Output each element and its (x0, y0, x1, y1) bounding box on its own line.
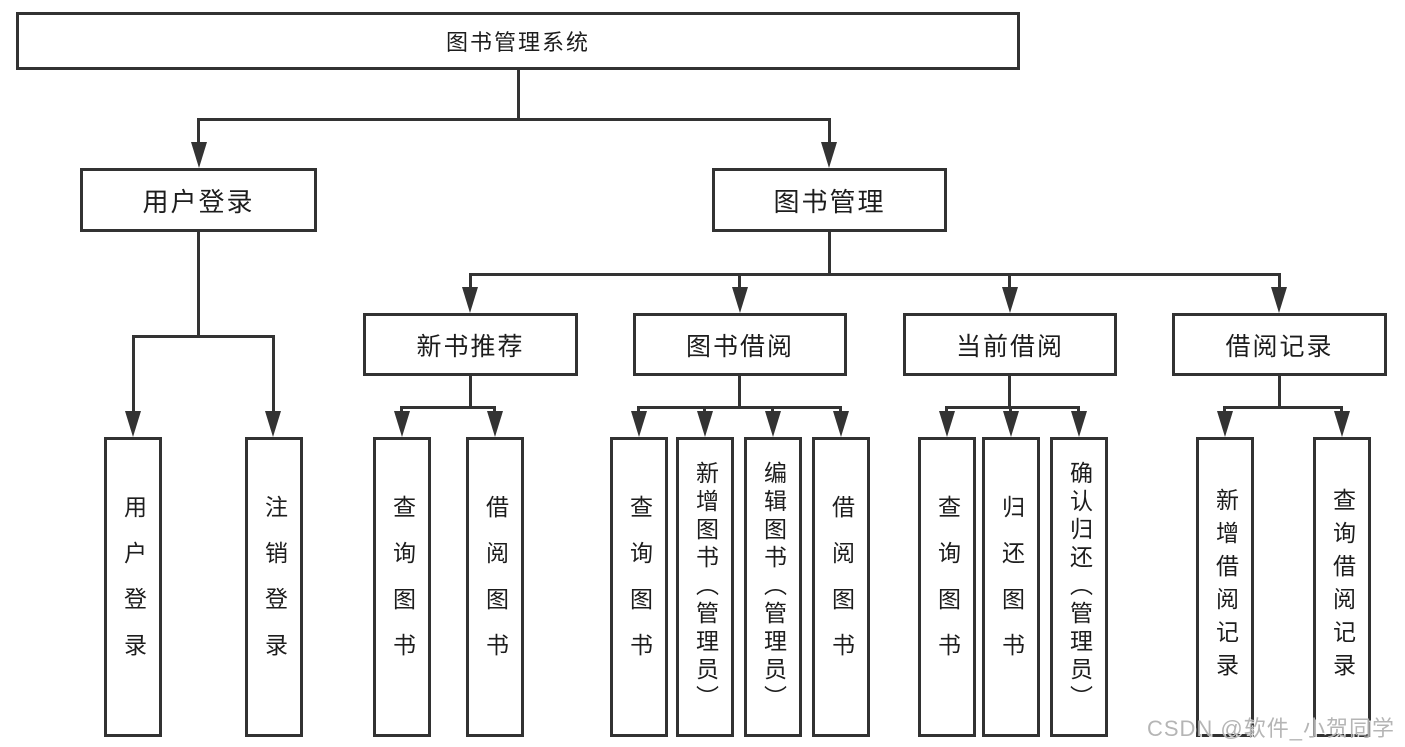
arrowhead-down-icon (833, 411, 849, 437)
tree-leaf-logout-label: 注销登录 (261, 495, 288, 679)
connector-line (401, 406, 496, 409)
arrowhead-down-icon (821, 142, 837, 168)
tree-leaf-recommend-borrow-book: 借阅图书 (466, 437, 524, 737)
connector-line (1340, 406, 1343, 415)
connector-line (197, 118, 200, 146)
tree-leaf-logout: 注销登录 (245, 437, 303, 737)
arrowhead-down-icon (1217, 411, 1233, 437)
tree-node-new-book-recommend-label: 新书推荐 (416, 332, 525, 361)
tree-leaf-borrow-query-book-label: 查询图书 (626, 495, 653, 679)
csdn-watermark: CSDN @软件_小贺同学 (1146, 716, 1395, 741)
arrowhead-down-icon (1071, 411, 1087, 437)
connector-line (1223, 406, 1226, 415)
connector-line (1009, 406, 1012, 415)
tree-leaf-current-confirm-return: 确认归还（管理员） (1050, 437, 1108, 737)
connector-line (945, 406, 948, 415)
arrowhead-down-icon (939, 411, 955, 437)
tree-node-root-label: 图书管理系统 (445, 30, 590, 55)
tree-leaf-login-label: 用户登录 (120, 495, 147, 679)
tree-leaf-record-query-record: 查询借阅记录 (1313, 437, 1371, 737)
tree-node-user-login: 用户登录 (80, 168, 317, 232)
arrowhead-down-icon (394, 411, 410, 437)
connector-line (400, 406, 403, 415)
tree-node-user-login-label: 用户登录 (142, 186, 255, 217)
arrowhead-down-icon (125, 411, 141, 437)
tree-node-book-management-label: 图书管理 (773, 186, 886, 217)
arrowhead-down-icon (462, 287, 478, 313)
tree-leaf-current-query-book: 查询图书 (918, 437, 976, 737)
connector-line (1008, 376, 1011, 409)
connector-line (828, 232, 831, 276)
tree-leaf-current-confirm-return-label: 确认归还（管理员） (1066, 461, 1093, 713)
arrowhead-down-icon (732, 287, 748, 313)
connector-line (517, 70, 520, 118)
arrowhead-down-icon (765, 411, 781, 437)
connector-line (638, 406, 842, 409)
tree-node-book-borrow-label: 图书借阅 (685, 332, 794, 361)
tree-leaf-current-return-book-label: 归还图书 (998, 495, 1025, 679)
arrowhead-down-icon (487, 411, 503, 437)
tree-leaf-current-return-book: 归还图书 (982, 437, 1040, 737)
tree-node-new-book-recommend: 新书推荐 (363, 313, 578, 376)
tree-leaf-record-add-record-label: 新增借阅记录 (1212, 488, 1239, 686)
tree-leaf-login: 用户登录 (104, 437, 162, 737)
tree-leaf-borrow-edit-book-label: 编辑图书（管理员） (760, 461, 787, 713)
tree-leaf-borrow-add-book: 新增图书（管理员） (676, 437, 734, 737)
connector-line (469, 273, 472, 289)
arrowhead-down-icon (265, 411, 281, 437)
tree-leaf-borrow-edit-book: 编辑图书（管理员） (744, 437, 802, 737)
connector-line (197, 232, 200, 338)
tree-node-borrow-record-label: 借阅记录 (1225, 332, 1334, 361)
connector-line (828, 118, 831, 146)
connector-line (738, 376, 741, 409)
arrowhead-down-icon (1003, 411, 1019, 437)
connector-line (132, 335, 135, 413)
connector-line (469, 376, 472, 409)
connector-line (469, 273, 1281, 276)
tree-node-borrow-record: 借阅记录 (1172, 313, 1387, 376)
arrowhead-down-icon (697, 411, 713, 437)
arrowhead-down-icon (1002, 287, 1018, 313)
tree-node-current-borrow-label: 当前借阅 (955, 332, 1064, 361)
tree-node-root: 图书管理系统 (16, 12, 1020, 70)
connector-line (1224, 406, 1343, 409)
tree-leaf-current-query-book-label: 查询图书 (934, 495, 961, 679)
tree-leaf-recommend-query-book: 查询图书 (373, 437, 431, 737)
connector-line (703, 406, 706, 415)
tree-leaf-recommend-query-book-label: 查询图书 (389, 495, 416, 679)
tree-node-book-borrow: 图书借阅 (633, 313, 847, 376)
arrowhead-down-icon (1271, 287, 1287, 313)
connector-line (1278, 376, 1281, 409)
tree-leaf-record-add-record: 新增借阅记录 (1196, 437, 1254, 737)
tree-node-current-borrow: 当前借阅 (903, 313, 1117, 376)
connector-line (1278, 273, 1281, 289)
tree-leaf-borrow-borrow-book-label: 借阅图书 (828, 495, 855, 679)
connector-line (738, 273, 741, 289)
tree-leaf-record-query-record-label: 查询借阅记录 (1329, 488, 1356, 686)
tree-leaf-borrow-add-book-label: 新增图书（管理员） (692, 461, 719, 713)
connector-line (272, 335, 275, 413)
connector-line (839, 406, 842, 415)
tree-node-book-management: 图书管理 (712, 168, 947, 232)
connector-line (1077, 406, 1080, 415)
tree-leaf-recommend-borrow-book-label: 借阅图书 (482, 495, 509, 679)
connector-line (493, 406, 496, 415)
arrowhead-down-icon (631, 411, 647, 437)
connector-line (771, 406, 774, 415)
connector-line (946, 406, 1080, 409)
tree-leaf-borrow-query-book: 查询图书 (610, 437, 668, 737)
arrowhead-down-icon (191, 142, 207, 168)
connector-line (132, 335, 275, 338)
arrowhead-down-icon (1334, 411, 1350, 437)
connector-line (197, 118, 831, 121)
tree-leaf-borrow-borrow-book: 借阅图书 (812, 437, 870, 737)
connector-line (1008, 273, 1011, 289)
connector-line (637, 406, 640, 415)
